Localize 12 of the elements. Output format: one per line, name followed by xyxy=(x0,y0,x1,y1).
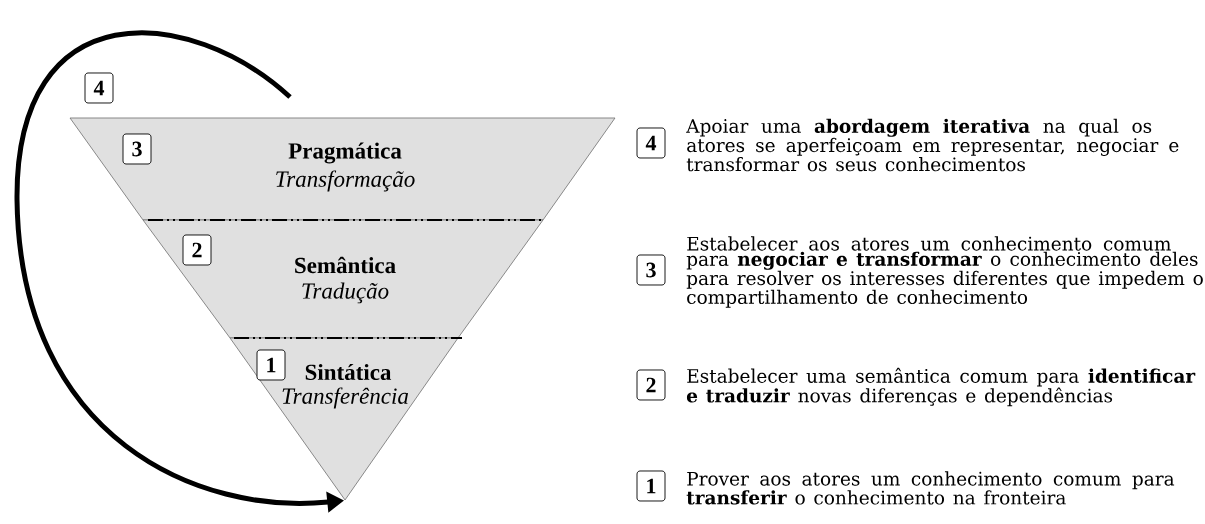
number-box: 2 xyxy=(182,234,212,266)
number-box: 4 xyxy=(636,127,666,159)
number-box: 2 xyxy=(636,369,666,401)
number-box: 1 xyxy=(256,349,286,381)
number-box: 3 xyxy=(636,254,666,286)
number-box: 1 xyxy=(636,470,666,502)
description-text: Prover aos atores um conhecimento comum para transferir o conhecimento na fronteira xyxy=(686,471,1175,505)
number-box: 4 xyxy=(84,72,114,104)
description-text: Estabelecer aos atores um conhecimento comum para negociar e transformar o conhecimento deles para resolver os interesses diferentes que impedem o compartilhamento de conhecimento xyxy=(686,236,1203,308)
description-text: Apoiar uma abordagem iterativa na qual os atores se aperfeiçoam em representar, negociar e transformar os seus conhecimentos xyxy=(686,118,1179,172)
number-box: 3 xyxy=(122,133,152,165)
description-text: Estabelecer uma semântica comum para identificar e traduzir novas diferenças e dependências xyxy=(686,367,1196,407)
